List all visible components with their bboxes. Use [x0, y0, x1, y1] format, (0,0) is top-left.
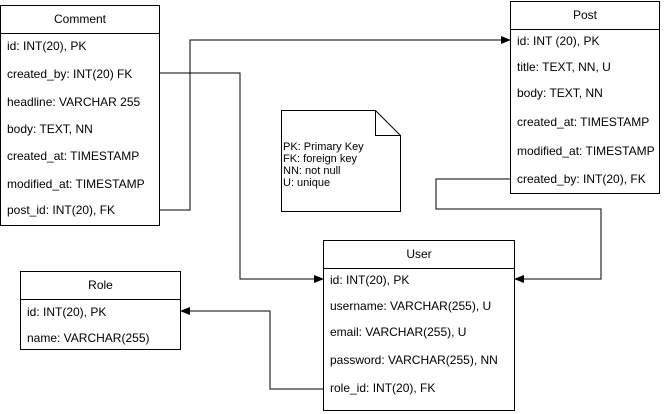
field-comment-body: body: TEXT, NN	[7, 122, 93, 136]
connector-post-user	[435, 178, 602, 283]
legend-line-fk: FK: foreign key	[283, 153, 357, 165]
field-user-email: email: VARCHAR(255), U	[330, 325, 467, 339]
legend-note: PK: Primary Key FK: foreign key NN: not …	[281, 110, 401, 212]
field-role-name: name: VARCHAR(255)	[27, 331, 150, 345]
note-shape	[281, 110, 401, 212]
connector-user-role	[180, 307, 323, 390]
legend-line-pk: PK: Primary Key	[283, 141, 364, 153]
legend-line-u: U: unique	[283, 177, 331, 189]
entity-role: Role id: INT(20), PK name: VARCHAR(255)	[20, 271, 181, 350]
field-comment-id: id: INT(20), PK	[7, 39, 87, 53]
legend-line-nn: NN: not null	[283, 165, 341, 177]
entity-post: Post id: INT (20), PK title: TEXT, NN, U…	[510, 1, 660, 194]
field-user-id: id: INT(20), PK	[330, 273, 410, 287]
entity-user: User id: INT(20), PK username: VARCHAR(2…	[323, 240, 515, 411]
connector-comment-post	[160, 36, 511, 211]
field-post-id: id: INT (20), PK	[517, 34, 600, 48]
field-user-password: password: VARCHAR(255), NN	[330, 353, 498, 367]
field-post-title: title: TEXT, NN, U	[517, 60, 611, 74]
field-comment-post-id: post_id: INT(20), FK	[7, 203, 116, 217]
entity-role-title: Role	[21, 272, 180, 300]
field-post-created-at: created_at: TIMESTAMP	[517, 115, 650, 129]
field-user-username: username: VARCHAR(255), U	[330, 299, 492, 313]
field-post-modified-at: modified_at: TIMESTAMP	[517, 144, 655, 158]
field-user-role-id: role_id: INT(20), FK	[330, 381, 436, 395]
field-post-body: body: TEXT, NN	[517, 86, 603, 100]
field-comment-modified-at: modified_at: TIMESTAMP	[7, 177, 145, 191]
entity-post-title: Post	[511, 2, 659, 30]
entity-user-title: User	[324, 241, 514, 269]
field-post-created-by: created_by: INT(20), FK	[517, 172, 646, 186]
field-comment-created-by: created_by: INT(20) FK	[7, 67, 133, 81]
connector-comment-user	[160, 72, 324, 283]
entity-comment: Comment id: INT(20), PK created_by: INT(…	[0, 5, 160, 226]
entity-comment-title: Comment	[1, 6, 159, 34]
legend-text: PK: Primary Key FK: foreign key NN: not …	[283, 141, 364, 189]
field-comment-created-at: created_at: TIMESTAMP	[7, 149, 140, 163]
field-comment-headline: headline: VARCHAR 255	[7, 95, 141, 109]
field-role-id: id: INT(20), PK	[27, 305, 107, 319]
